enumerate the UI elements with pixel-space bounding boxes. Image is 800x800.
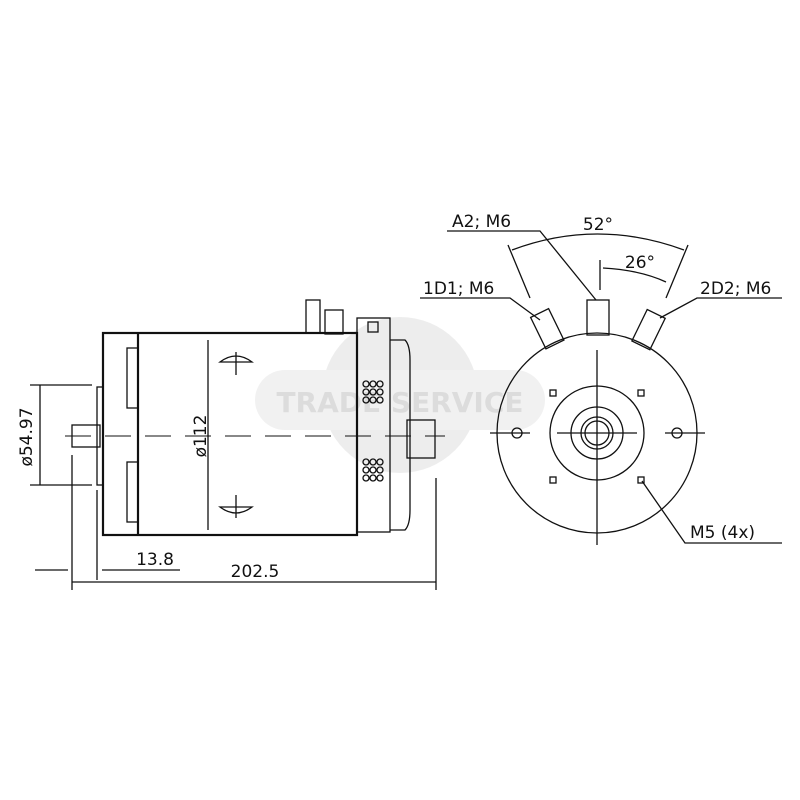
diameter-flange-label: ø54.97 <box>17 407 37 466</box>
length-label: 202.5 <box>231 562 280 582</box>
offset-label: 13.8 <box>136 550 174 570</box>
angle-half-label: 26° <box>625 253 655 273</box>
terminal-2d2-label: 2D2; M6 <box>700 279 771 299</box>
terminal-1d1-label: 1D1; M6 <box>423 279 494 299</box>
side-view: ø112 ø54.97 13.8 202.5 <box>17 299 445 590</box>
watermark-text: TRADE SERVICE <box>276 386 523 419</box>
angle-total-label: 52° <box>583 215 613 235</box>
watermark: TRADE SERVICE <box>255 317 545 473</box>
mount-holes-label: M5 (4x) <box>690 523 755 543</box>
terminal-a2-label: A2; M6 <box>452 212 511 232</box>
end-view: 52° 26° A2; M6 1D1; M6 2D2; M6 M5 (4x) <box>420 212 782 545</box>
diameter-body-label: ø112 <box>191 415 211 458</box>
